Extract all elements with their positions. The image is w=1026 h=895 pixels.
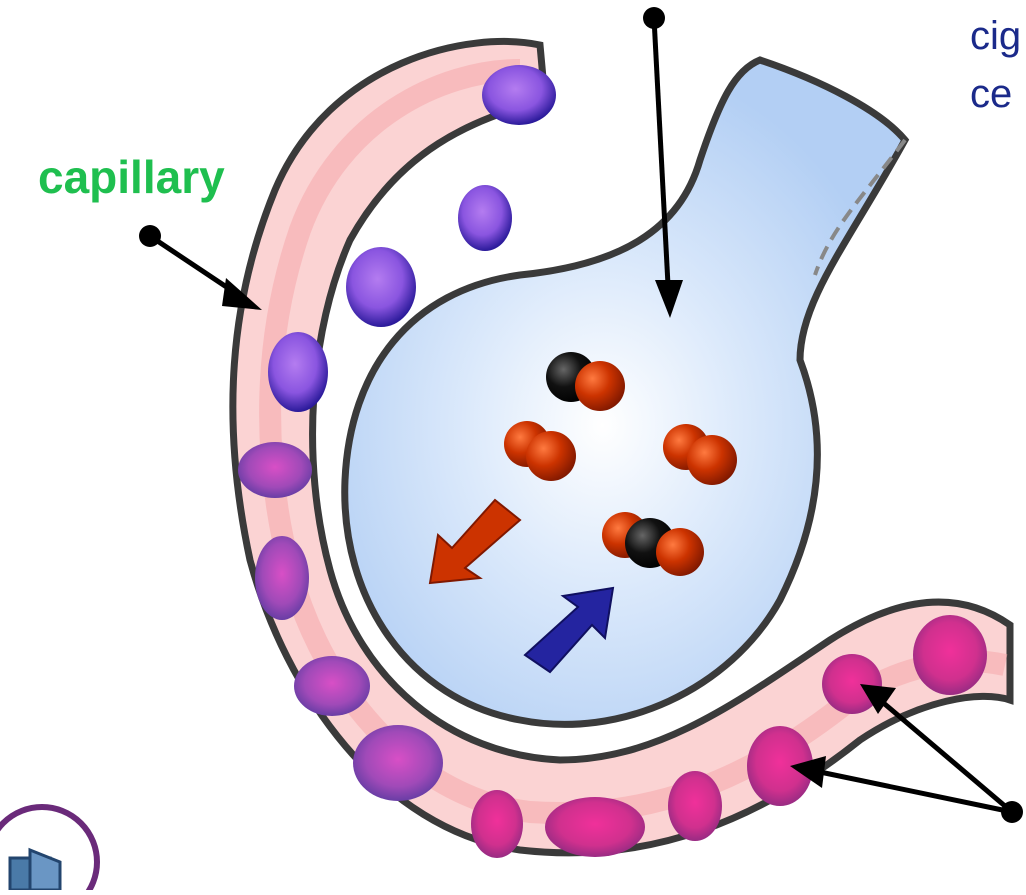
- alveolus: [345, 60, 905, 724]
- blood-cell: [255, 536, 309, 620]
- blood-cell: [268, 332, 328, 412]
- top-right-label-line1: cig: [970, 14, 1021, 59]
- blood-cell: [471, 790, 523, 858]
- pointer-capillary: [139, 225, 262, 310]
- blood-cell: [545, 797, 645, 857]
- alveolus-wall: [345, 60, 905, 724]
- logo-icon: [0, 807, 97, 890]
- blood-cell: [353, 725, 443, 801]
- capillary-label: capillary: [38, 150, 225, 204]
- blood-cell: [458, 185, 512, 251]
- blood-cell: [294, 656, 370, 716]
- blood-cell: [668, 771, 722, 841]
- top-right-label-line2: ce: [970, 72, 1012, 117]
- blood-cell: [913, 615, 987, 695]
- blood-cell: [482, 65, 556, 125]
- blood-cell: [346, 247, 416, 327]
- blood-cell: [238, 442, 312, 498]
